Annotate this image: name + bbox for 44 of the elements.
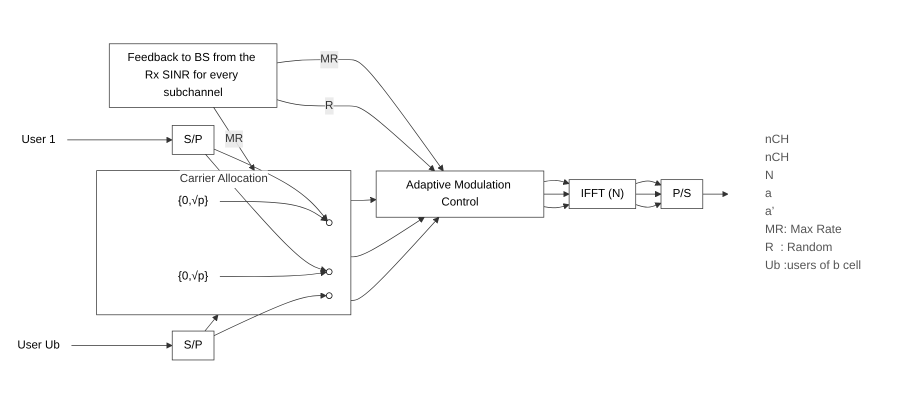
note-text: a (765, 186, 773, 200)
arrow (350, 217, 425, 258)
node-circle (326, 292, 332, 300)
arrow (214, 292, 327, 336)
note-text: R : Random (765, 240, 834, 254)
arrow (350, 217, 440, 301)
arrow (350, 196, 376, 204)
node-text: {0,√p} (178, 194, 208, 208)
note-text: a’ (765, 204, 776, 218)
arrow (213, 107, 255, 172)
arrow (702, 191, 728, 198)
node-box: Adaptive Modulation Control (376, 170, 544, 218)
arrow (276, 99, 435, 172)
node-text: {0,√p} (178, 270, 208, 282)
node-circle (326, 268, 332, 276)
node-text: User 1 (22, 134, 56, 146)
node-text: User Ub (17, 339, 60, 352)
node-box: IFFT (N) (568, 179, 636, 210)
arrow (204, 314, 218, 332)
arrow (635, 191, 662, 198)
edge-label: MR (225, 132, 244, 145)
arrow (66, 136, 173, 144)
arrow (276, 59, 444, 172)
note-text: nCH (765, 132, 790, 146)
edge-label: R (325, 100, 334, 112)
arrow (219, 201, 328, 222)
note-text: MR: Max Rate (765, 222, 843, 236)
note-text: N (765, 168, 775, 182)
arrow (543, 191, 570, 198)
node-box: P/S (660, 179, 704, 210)
node-box: Feedback to BS from the Rx SINR for every subchannel (108, 44, 278, 108)
arrow (214, 148, 328, 221)
note-text: nCH (765, 150, 790, 164)
arrow (543, 203, 570, 210)
edge-label: MR (320, 53, 338, 66)
arrow (635, 180, 662, 186)
node-box: S/P (172, 330, 214, 360)
arrow (635, 202, 662, 208)
arrow (219, 270, 327, 277)
node-box: S/P (172, 125, 214, 155)
arrow (70, 342, 173, 349)
arrow (543, 178, 570, 186)
note-text: Ub :users of b cell (765, 258, 862, 272)
node-circle (326, 220, 332, 226)
